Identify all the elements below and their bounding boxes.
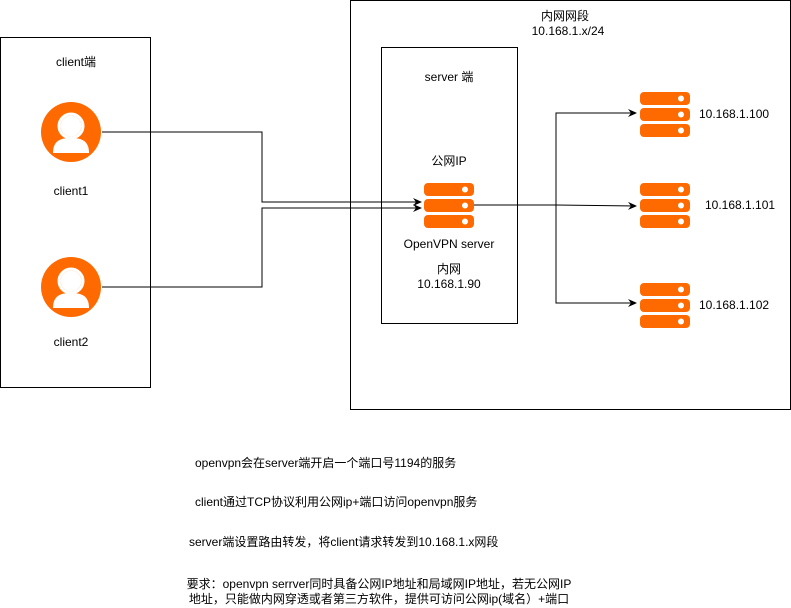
lan-group-title: 内网网段 bbox=[540, 9, 590, 23]
client2-label: client2 bbox=[53, 335, 89, 349]
server-lan-ip-label: 10.168.1.90 bbox=[417, 277, 481, 291]
note-port-service: openvpn会在server端开启一个端口号1194的服务 bbox=[195, 456, 457, 470]
host-102-ip-label: 10.168.1.102 bbox=[699, 298, 770, 312]
server-group-title: server 端 bbox=[424, 70, 474, 84]
lan-subnet-label: 10.168.1.x/24 bbox=[531, 24, 605, 38]
requirement-line-1: 要求：openvpn serrver同时具备公网IP地址和局域网IP地址，若无公… bbox=[186, 577, 572, 591]
client-group-title: client端 bbox=[55, 55, 97, 69]
host-101-ip-label: 10.168.1.101 bbox=[705, 198, 776, 212]
client1-label: client1 bbox=[53, 184, 89, 198]
note-client-access: client通过TCP协议利用公网ip+端口访问openvpn服务 bbox=[195, 495, 478, 509]
user-icon bbox=[41, 102, 101, 162]
note-route-forward: server端设置路由转发，将client请求转发到10.168.1.x网段 bbox=[189, 535, 499, 549]
user-icon bbox=[41, 257, 101, 317]
server-name-label: OpenVPN server bbox=[403, 237, 495, 251]
server-icon bbox=[640, 183, 690, 228]
server-lan-label: 内网 bbox=[436, 262, 462, 276]
public-ip-label: 公网IP bbox=[431, 154, 467, 168]
server-icon bbox=[424, 183, 474, 228]
host-100-ip-label: 10.168.1.100 bbox=[699, 107, 770, 121]
server-icon bbox=[640, 92, 690, 137]
server-icon bbox=[640, 283, 690, 328]
requirement-line-2: 地址，只能做内网穿透或者第三方软件，提供可访问公网ip(域名）+端口 bbox=[188, 592, 570, 606]
